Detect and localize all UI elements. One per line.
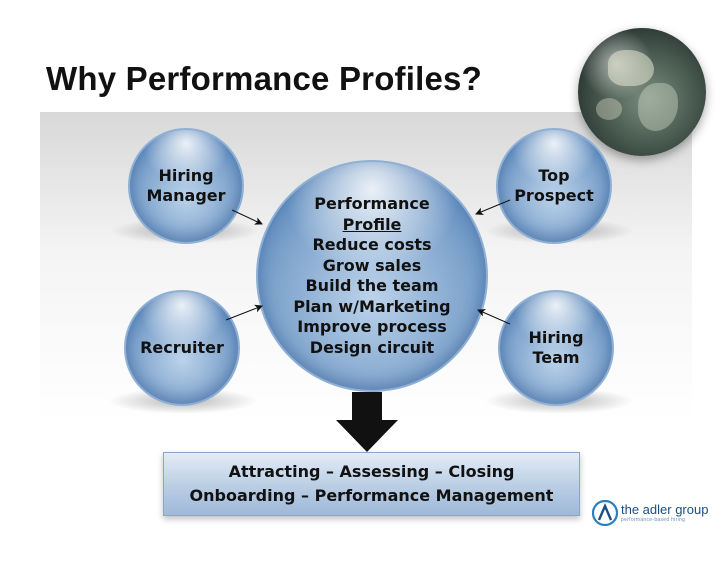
center-item: Improve process (297, 317, 447, 336)
adler-group-logo: the adler group performance-based hiring (592, 498, 722, 528)
center-heading: Performance (314, 194, 430, 213)
node-hiring-team-line2: Team (532, 348, 580, 367)
center-subheading: Profile (342, 214, 402, 234)
brand-tagline: performance-based hiring (621, 516, 686, 523)
node-top-prospect: Top Prospect (496, 128, 612, 244)
node-hiring-manager: Hiring Manager (128, 128, 244, 244)
center-item: Plan w/Marketing (293, 296, 451, 316)
result-line2: Onboarding – Performance Management (189, 486, 554, 505)
result-line1: Attracting – Assessing – Closing (228, 462, 515, 481)
center-item: Reduce costs (312, 235, 432, 254)
node-hiring-manager-line2: Manager (146, 186, 226, 205)
node-performance-profile: Performance Profile Reduce costs Grow sa… (256, 160, 488, 392)
node-hiring-manager-line1: Hiring (158, 166, 214, 185)
center-item: Design circuit (309, 337, 435, 357)
center-item: Grow sales (322, 255, 422, 275)
node-recruiter: Recruiter (124, 290, 240, 406)
node-top-prospect-line2: Prospect (514, 186, 594, 205)
node-top-prospect-line1: Top (538, 166, 570, 185)
center-item: Build the team (305, 276, 439, 295)
node-hiring-team-line1: Hiring (528, 328, 584, 347)
result-box: Attracting – Assessing – Closing Onboard… (163, 452, 580, 516)
node-recruiter-label: Recruiter (140, 338, 224, 357)
slide-title: Why Performance Profiles? (46, 60, 482, 97)
globe-icon (578, 28, 706, 156)
node-hiring-team: Hiring Team (498, 290, 614, 406)
brand-name: the adler group (621, 501, 709, 517)
adler-group-logo-icon (592, 500, 618, 526)
